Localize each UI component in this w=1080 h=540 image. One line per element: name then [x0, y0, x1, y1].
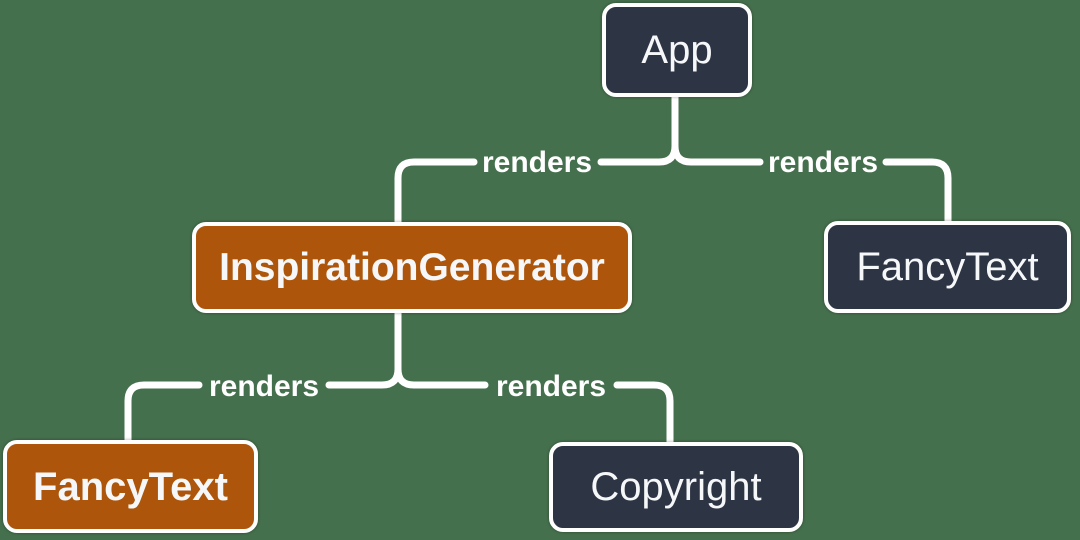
edge-label-renders-app-inspiration: renders	[481, 146, 593, 179]
tree-node-app: App	[602, 3, 752, 97]
edge-label-renders-app-fancytext: renders	[767, 146, 879, 179]
tree-node-copyright: Copyright	[549, 442, 803, 532]
edge-app-fancytext-b	[882, 158, 952, 225]
tree-node-fancytext-left-label: FancyText	[33, 464, 228, 509]
edge-app-inspiration-a	[597, 93, 679, 166]
tree-node-fancytext-right-label: FancyText	[856, 245, 1039, 289]
tree-node-inspiration-generator-label: InspirationGenerator	[219, 246, 605, 289]
edge-app-inspiration-b	[394, 158, 478, 226]
edge-inspiration-copyright-a	[394, 309, 489, 389]
tree-node-fancytext-left: FancyText	[3, 440, 258, 533]
tree-node-fancytext-right: FancyText	[824, 221, 1071, 313]
edge-inspiration-fancytext-b	[124, 381, 203, 444]
tree-node-inspiration-generator: InspirationGenerator	[192, 222, 632, 313]
edge-label-renders-inspiration-fancytext: renders	[208, 370, 320, 403]
edge-app-fancytext-a	[671, 93, 764, 166]
tree-node-app-label: App	[641, 28, 713, 72]
edge-inspiration-copyright-b	[613, 381, 674, 446]
edge-inspiration-fancytext-a	[325, 309, 402, 389]
edge-label-renders-inspiration-copyright: renders	[495, 370, 607, 403]
tree-node-copyright-label: Copyright	[590, 465, 762, 509]
